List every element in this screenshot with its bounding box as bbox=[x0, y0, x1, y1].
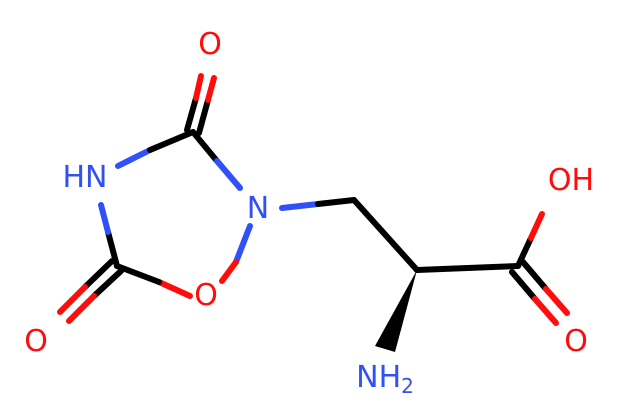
bond-c5-o-left-a-red bbox=[57, 284, 88, 315]
atom-label-nh2-main: NH bbox=[356, 360, 401, 395]
bond-c5-o-left-b-black bbox=[91, 268, 124, 299]
stereo-wedge-bond bbox=[375, 270, 417, 352]
atom-label-o-top: O bbox=[198, 27, 222, 62]
bond-c3-o-top-b-red bbox=[205, 75, 217, 103]
bond-c5-o-left-a-black bbox=[82, 258, 115, 290]
bond-nh-c3-blue bbox=[115, 147, 153, 169]
bond-nh-c3-black bbox=[147, 129, 196, 153]
bond-n-ch2-black bbox=[315, 197, 357, 207]
bond-o-c5-red bbox=[156, 279, 193, 299]
bond-calpha-ccooh bbox=[414, 263, 521, 273]
bond-c-o-acid-b-red bbox=[543, 286, 570, 316]
bond-c-oh-red bbox=[528, 211, 545, 241]
bond-n-o-ring bbox=[233, 223, 253, 265]
bond-c-o-acid-a-black bbox=[509, 269, 538, 302]
bond-ch2-calpha bbox=[351, 197, 420, 273]
atom-label-n-ring: N bbox=[247, 191, 269, 226]
bond-n-o-ring-red bbox=[219, 259, 239, 284]
bond-c5-nh-black bbox=[105, 229, 120, 269]
atom-label-o-ring: O bbox=[194, 278, 218, 313]
bond-c3-o-top-b-black bbox=[196, 97, 211, 136]
bond-c3-n-ring-blue bbox=[214, 158, 243, 191]
bond-c5-nh-blue bbox=[98, 202, 111, 235]
bond-c-o-acid-a-red bbox=[532, 296, 559, 326]
bond-c-o-acid-b-black bbox=[520, 259, 549, 292]
bond-c3-n-ring-black bbox=[190, 129, 220, 164]
bond-c3-o-top-a-red bbox=[193, 73, 204, 101]
atom-label-nh2: NH2 bbox=[356, 360, 414, 398]
atom-label-nh2-subscript: 2 bbox=[401, 374, 414, 398]
bond-o-c5-black bbox=[114, 263, 162, 285]
atom-label-oh: OH bbox=[548, 163, 594, 198]
atom-label-o-bottom-left: O bbox=[24, 324, 48, 359]
bond-c5-o-left-b-red bbox=[66, 293, 97, 324]
atom-label-o-acid: O bbox=[564, 324, 588, 359]
bond-n-ch2-blue bbox=[279, 201, 321, 211]
bond-c3-o-top-a-black bbox=[184, 95, 199, 133]
atom-label-hn: HN bbox=[63, 160, 108, 195]
